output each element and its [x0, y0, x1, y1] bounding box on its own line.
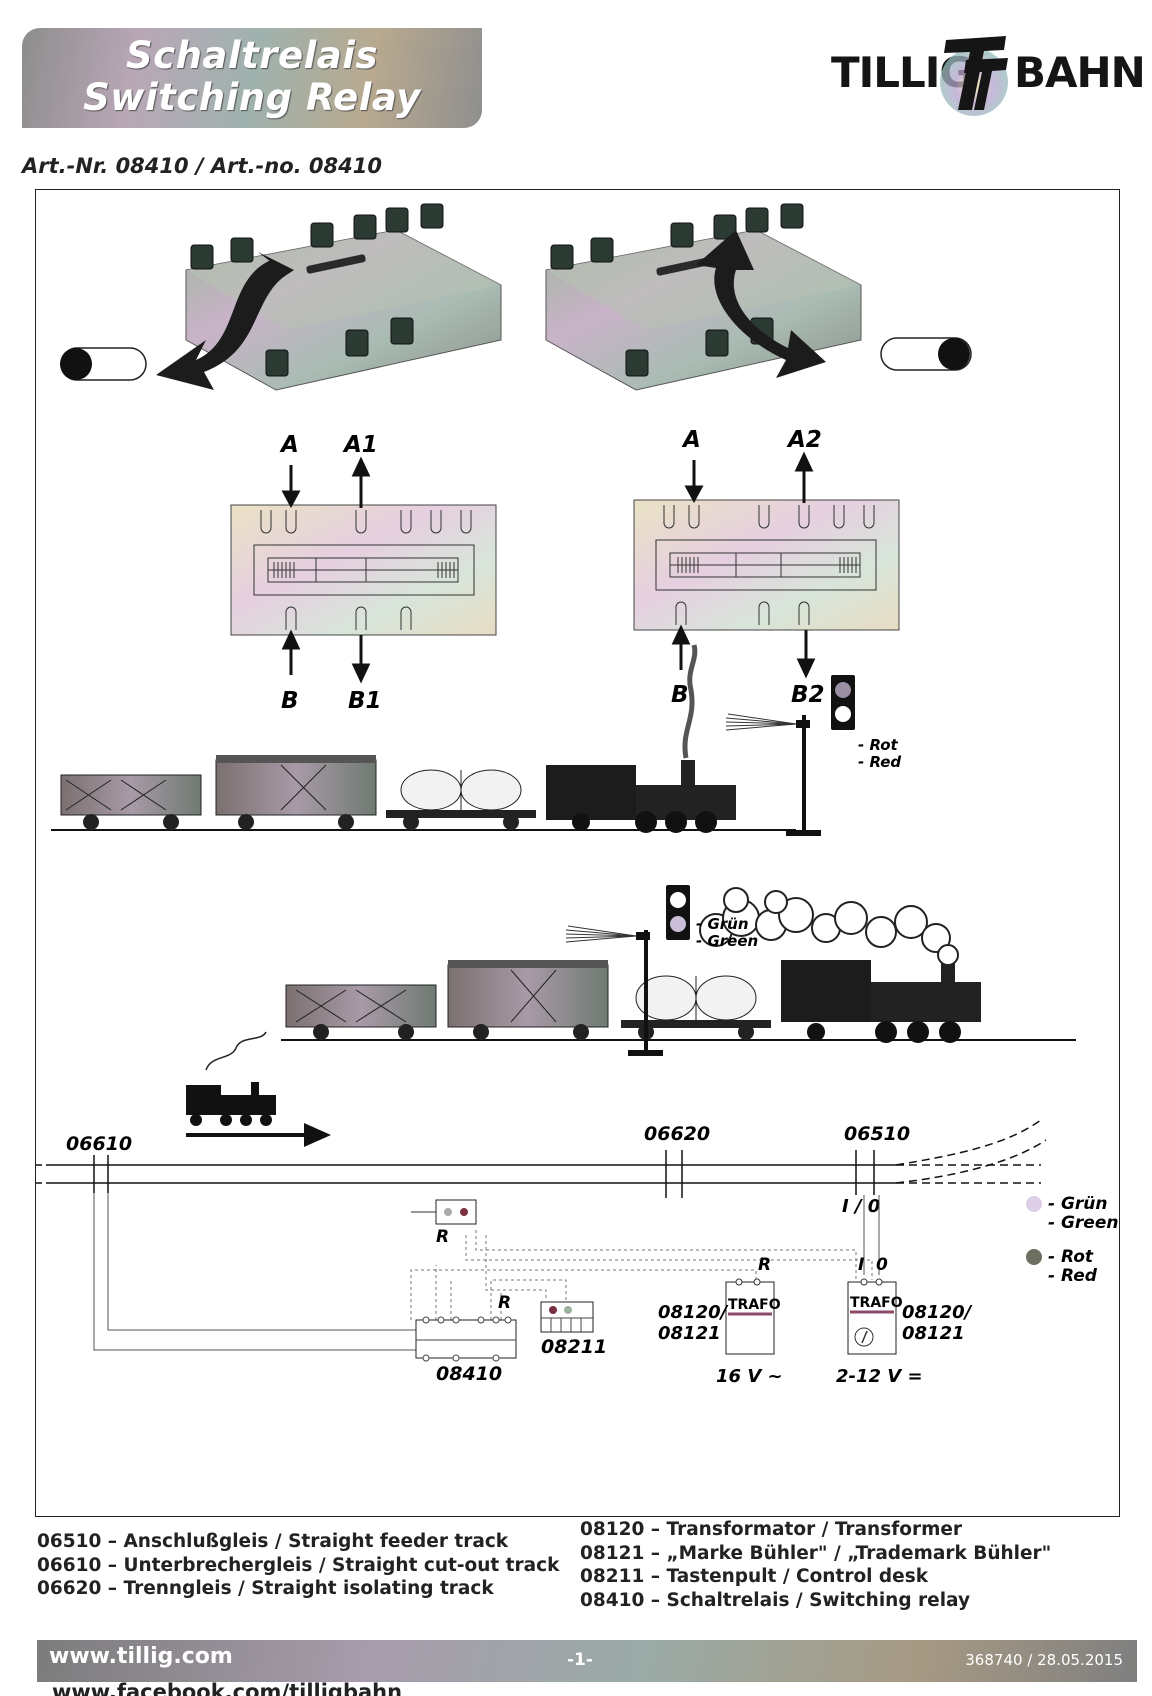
switch-indicator-left — [60, 347, 147, 381]
title-english: Switching Relay — [83, 76, 421, 119]
wire-red-de: - Rot — [1048, 1247, 1094, 1267]
track-label-06510: 06510 — [844, 1123, 910, 1145]
label-b2: B2 — [791, 682, 825, 708]
signal-red: - Rot - Red — [725, 675, 901, 836]
label-b1: B1 — [348, 688, 382, 714]
parts-legend-left: 06510 – Anschlußgleis / Straight feeder … — [37, 1530, 559, 1601]
article-number: Art.-Nr. 08410 / Art.-no. 08410 — [22, 154, 382, 178]
wagon-covered-2 — [447, 960, 609, 1040]
tt-logo-mark-icon — [940, 36, 1008, 116]
signal-red-label-de: - Rot — [858, 736, 899, 754]
track-label-06610: 06610 — [66, 1133, 132, 1155]
steam-locomotive-1 — [546, 644, 736, 833]
signal-red-label-en: - Red — [858, 753, 901, 771]
train-scene-green: - Grün - Green — [281, 885, 1076, 1056]
track-io-label: I / 0 — [842, 1196, 880, 1217]
trafo-ac-model-b: 08121 — [658, 1323, 721, 1344]
page-number: -1- — [567, 1650, 593, 1670]
steam-locomotive-2 — [781, 960, 981, 1043]
terminal-r-switch: R — [436, 1227, 449, 1247]
label-b-left: B — [281, 688, 299, 714]
legend-item: 08120 – Transformator / Transformer — [580, 1519, 963, 1540]
signal-green: - Grün - Green — [565, 885, 758, 1056]
switch-indicator-right — [880, 337, 972, 371]
title-banner: Schaltrelais Switching Relay — [22, 28, 482, 128]
control-desk-label-08211: 08211 — [541, 1336, 607, 1358]
trafo-dc-model-a: 08120/ — [902, 1302, 973, 1323]
label-a2: A2 — [786, 427, 822, 453]
title-german: Schaltrelais — [126, 34, 378, 77]
wagon-silo-2 — [621, 975, 771, 1040]
legend-item: 06620 – Trenngleis / Straight isolating … — [37, 1578, 494, 1599]
trafo-dc: TRAFO I 0 08120/ 08121 2-12 V = — [836, 1255, 973, 1387]
wire-green-en: - Green — [1048, 1213, 1118, 1233]
locomotive-icon — [186, 1031, 276, 1126]
voltage-dc: 2-12 V = — [836, 1366, 923, 1387]
wagon-covered-1 — [215, 755, 377, 830]
legend-item: 08410 – Schaltrelais / Switching relay — [580, 1589, 971, 1611]
track-label-06620: 06620 — [644, 1123, 710, 1145]
trafo-dc-terminal-i: I — [858, 1255, 864, 1275]
control-switch: R — [411, 1199, 477, 1247]
relay-schematic-right: A A2 B B2 — [633, 427, 900, 708]
relay-box-08410: R 08410 — [415, 1293, 517, 1385]
legend-item: 06610 – Unterbrechergleis / Straight cut… — [37, 1554, 560, 1576]
wire-red-en: - Red — [1048, 1266, 1098, 1286]
footer-social-link[interactable]: www.facebook.com/tilligbahn — [52, 1680, 403, 1696]
trafo-dc-label: TRAFO — [850, 1295, 903, 1311]
wire-green-de: - Grün — [1048, 1194, 1108, 1214]
footer-bar: www.tillig.com -1- 368740 / 28.05.2015 — [37, 1640, 1137, 1682]
steam-cloud — [699, 887, 959, 966]
wire-color-legend: - Grün - Green - Rot - Red — [1026, 1194, 1118, 1286]
trafo-ac-terminal-r: R — [758, 1255, 771, 1275]
legend-item: 08211 – Tastenpult / Control desk — [580, 1566, 929, 1587]
direction-arrow-icon — [186, 1123, 331, 1147]
legend-item: 08121 – „Marke Bühler" / „Trademark Bühl… — [580, 1542, 1052, 1564]
trafo-ac-label: TRAFO — [728, 1297, 781, 1313]
terminal-r-relay: R — [498, 1293, 511, 1313]
document-code: 368740 / 28.05.2015 — [965, 1651, 1123, 1669]
parts-legend-right: 08120 – Transformator / Transformer 0812… — [580, 1518, 1051, 1612]
logo-text-bahn: BAHN — [1014, 48, 1146, 97]
diagram-canvas: A A1 B B1 — [36, 203, 1118, 1387]
relay-schematic-left: A A1 B B1 — [230, 432, 497, 714]
label-a-left: A — [279, 432, 299, 458]
relay-photo-left — [156, 203, 502, 391]
footer-website-link[interactable]: www.tillig.com — [49, 1644, 233, 1669]
trafo-ac: TRAFO R 08120/ 08121 16 V ~ — [658, 1255, 783, 1387]
trafo-ac-model-a: 08120/ — [658, 1302, 729, 1323]
relay-label-08410: 08410 — [436, 1363, 502, 1385]
wagon-open-1 — [60, 774, 202, 830]
control-desk-08211: 08211 — [540, 1301, 607, 1358]
trafo-dc-terminal-0: 0 — [876, 1255, 888, 1275]
legend-item: 06510 – Anschlußgleis / Straight feeder … — [37, 1531, 509, 1552]
train-scene-red: - Rot - Red — [51, 644, 901, 836]
signal-green-label-de: - Grün — [696, 915, 749, 933]
relay-photo-right — [545, 203, 862, 391]
wagon-open-2 — [285, 984, 437, 1040]
trafo-dc-model-b: 08121 — [902, 1323, 965, 1344]
diagram-frame: A A1 B B1 — [35, 189, 1120, 1517]
voltage-ac: 16 V ~ — [716, 1366, 783, 1387]
wagon-silo-1 — [386, 769, 536, 830]
tillig-logo: TILLIG BAHN — [826, 30, 1146, 120]
wiring-diagram: 06610 06620 06510 I / 0 — [36, 1031, 1118, 1387]
label-b-right: B — [671, 682, 689, 708]
signal-green-label-en: - Green — [696, 932, 758, 950]
label-a1: A1 — [342, 432, 378, 458]
label-a-right: A — [681, 427, 701, 453]
